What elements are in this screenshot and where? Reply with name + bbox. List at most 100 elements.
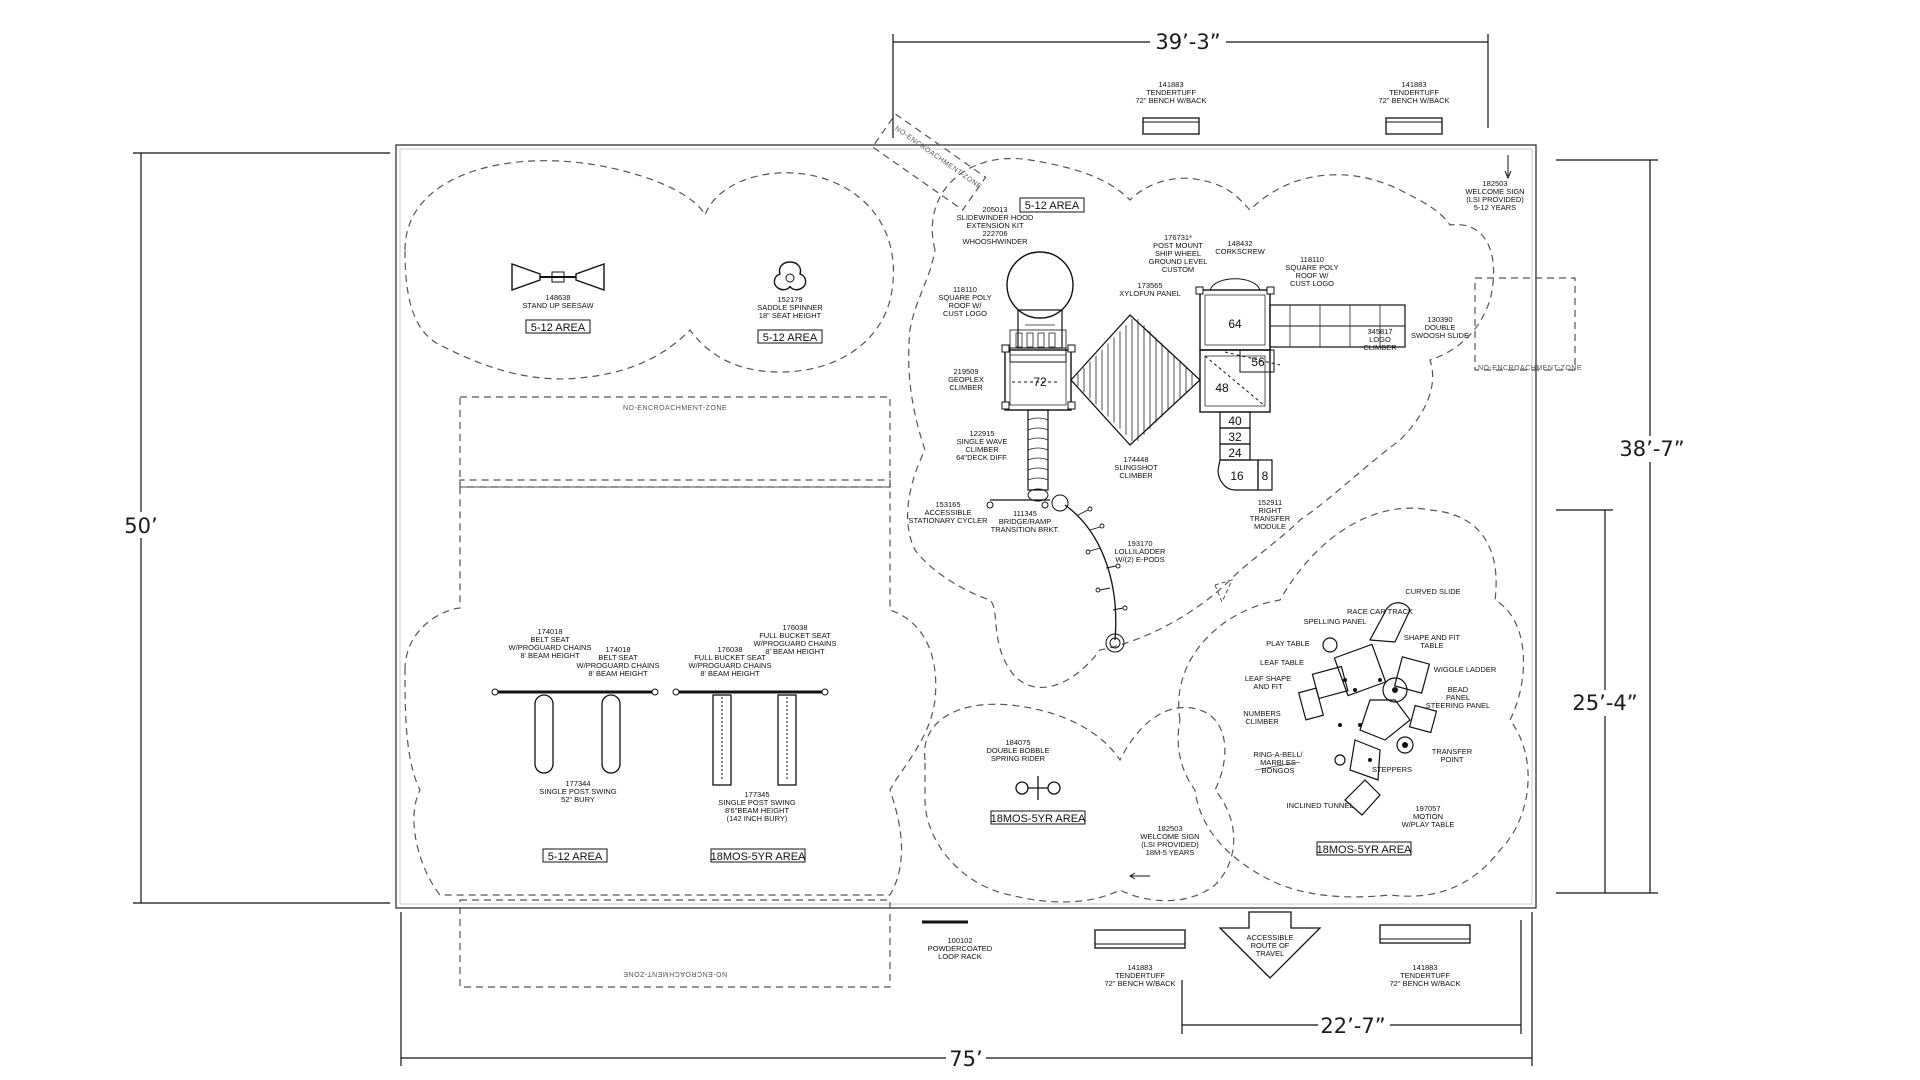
- transfer-point-label: TRANSFER: [1432, 747, 1473, 756]
- welcome-sign-2-code: 182503: [1157, 824, 1182, 833]
- lolliladder-code: 193170: [1127, 539, 1152, 548]
- toddler-area-tag: 18MOS-5YR AREA: [1317, 844, 1412, 856]
- deck-height-40: 40: [1228, 414, 1242, 428]
- bridge-name: BRIDGE/RAMP: [999, 517, 1052, 526]
- xylofun-code: 173565: [1137, 281, 1162, 290]
- belt2-code: 174018: [605, 645, 630, 654]
- geoplex-code: 219509: [953, 367, 978, 376]
- bench-bottom-1-desc: 72" BENCH W/BACK: [1104, 979, 1175, 988]
- logo-climber-type: CLIMBER: [1363, 343, 1397, 352]
- swoosh-name: DOUBLE: [1425, 323, 1456, 332]
- roof-left-logo: CUST LOGO: [943, 309, 987, 318]
- corkscrew-name: CORKSCREW: [1215, 247, 1266, 256]
- xylofun-name: XYLOFUN PANEL: [1119, 289, 1181, 298]
- spring-code: 184075: [1005, 738, 1030, 747]
- welcome-sign-1-code: 182503: [1482, 179, 1507, 188]
- bench-top-1-code: 141883: [1158, 80, 1183, 89]
- play-structure: 5-12 AREA 72 64: [986, 197, 1406, 653]
- loop-rack-name: POWDERCOATED: [928, 944, 993, 953]
- whooshwinder-name: WHOOSHWINDER: [963, 237, 1029, 246]
- spinner-area-tag: 5-12 AREA: [763, 332, 818, 344]
- geoplex-name: GEOPLEX: [948, 375, 984, 384]
- structure-labels: 205013 SLIDEWINDER HOOD EXTENSION KIT 22…: [908, 205, 1468, 564]
- bench-top-1: 141883 TENDERTUFF 72" BENCH W/BACK: [1135, 80, 1207, 135]
- nez-top-label: NO-ENCROACHMENT-ZONE: [623, 405, 727, 412]
- route-label-3: TRAVEL: [1256, 949, 1285, 958]
- structure-area-tag: 5-12 AREA: [1025, 200, 1080, 212]
- cycler-type: STATIONARY CYCLER: [908, 516, 988, 525]
- shape-fit-label: SHAPE AND FIT: [1404, 633, 1461, 642]
- swing-left-area-tag: 5-12 AREA: [548, 851, 603, 863]
- bucket2-code: 176038: [782, 623, 807, 632]
- bongos-label: BONGOS: [1262, 766, 1295, 775]
- dim-left: 50’: [124, 514, 157, 538]
- steppers-label: STEPPERS: [1372, 765, 1412, 774]
- bench-top-2: 141883 TENDERTUFF 72" BENCH W/BACK: [1378, 80, 1450, 135]
- steering-label: STEERING PANEL: [1426, 701, 1490, 710]
- ring-bell-label: RING-A-BELL/: [1253, 750, 1303, 759]
- saddle-spinner: 152179 SADDLE SPINNER 18" SEAT HEIGHT 5-…: [757, 261, 823, 344]
- dim-bottom: 75’: [949, 1047, 982, 1071]
- motion-name: MOTION: [1413, 812, 1443, 821]
- deck-height-24: 24: [1228, 446, 1242, 460]
- bench-top-2-desc: 72" BENCH W/BACK: [1378, 96, 1449, 105]
- dimension-labels: 39’-3” 50’ 38’-7” 25’-4” 22’-7” 75’: [120, 30, 1692, 1071]
- roof-right-code: 118110: [1300, 255, 1324, 264]
- swing-right-area-tag: 18MOS-5YR AREA: [711, 851, 806, 863]
- dim-right-tall: 38’-7”: [1619, 437, 1684, 461]
- roof-left-code: 118110: [953, 285, 977, 294]
- belt1-chains: W/PROGUARD CHAINS: [509, 643, 592, 652]
- nez-bottom-label: NO-ENCROACHMENT-ZONE: [623, 970, 727, 977]
- lolliladder-name: LOLLILADDER: [1115, 547, 1166, 556]
- seesaw-spinner-zone: [404, 160, 895, 380]
- transfer-code: 152911: [1258, 498, 1282, 507]
- slidewinder-kit: EXTENSION KIT: [966, 221, 1024, 230]
- slidewinder-name: SLIDEWINDER HOOD: [957, 213, 1034, 222]
- bench-bottom-1-code: 141883: [1127, 963, 1152, 972]
- bucket1-height: 8' BEAM HEIGHT: [700, 669, 760, 678]
- dimension-lines: [133, 34, 1658, 1066]
- loop-rack: 100102 POWDERCOATED LOOP RACK: [922, 920, 993, 961]
- play-table-label: PLAY TABLE: [1266, 639, 1310, 648]
- deck-height-64: 64: [1228, 317, 1242, 331]
- dim-right-short: 25’-4”: [1572, 691, 1637, 715]
- ship-wheel-custom: CUSTOM: [1162, 265, 1194, 274]
- bench-bottom-2-desc: 72" BENCH W/BACK: [1389, 979, 1460, 988]
- wave-climber-diff: 64"DECK DIFF.: [956, 453, 1008, 462]
- bridge-code: 111345: [1013, 509, 1037, 518]
- spelling-label: SPELLING PANEL: [1304, 617, 1367, 626]
- slingshot-code: 174448: [1123, 455, 1148, 464]
- logo-climber-name: LOGO: [1369, 335, 1391, 344]
- spring-type: SPRING RIDER: [991, 754, 1046, 763]
- slidewinder-code: 205013: [982, 205, 1007, 214]
- belt1-code: 174018: [537, 627, 562, 636]
- swing-zone: [404, 479, 937, 896]
- swing2-code: 177345: [744, 790, 769, 799]
- motion-code: 197057: [1415, 804, 1440, 813]
- swing1-name: SINGLE POST SWING: [539, 787, 617, 796]
- welcome-sign-1-note: (LSI PROVIDED): [1466, 195, 1524, 204]
- nez-diag-label: NO-ENCROACHMENT-ZONE: [893, 125, 982, 190]
- swing2-height: 8'6"BEAM HEIGHT: [725, 806, 790, 815]
- seesaw-name: STAND UP SEESAW: [522, 301, 594, 310]
- whooshwinder-code: 222706: [982, 229, 1007, 238]
- transfer-name: RIGHT: [1258, 506, 1282, 515]
- roof-left-w: ROOF W/: [949, 301, 983, 310]
- welcome-sign-1-age: 5-12 YEARS: [1474, 203, 1516, 212]
- bucket1-name: FULL BUCKET SEAT: [694, 653, 766, 662]
- bench-bottom-2-name: TENDERTUFF: [1400, 971, 1450, 980]
- toddler-structure: [1214, 579, 1438, 816]
- spinner-name: SADDLE SPINNER: [757, 303, 823, 312]
- corkscrew-code: 148432: [1227, 239, 1252, 248]
- dim-top: 39’-3”: [1155, 30, 1220, 54]
- bench-top-2-name: TENDERTUFF: [1389, 88, 1439, 97]
- spinner-code: 152179: [777, 295, 802, 304]
- roof-left-name: SQUARE POLY: [938, 293, 991, 302]
- ship-wheel-level: GROUND LEVEL: [1149, 257, 1208, 266]
- belt2-height: 8' BEAM HEIGHT: [588, 669, 648, 678]
- cycler-name: ACCESSIBLE: [924, 508, 971, 517]
- bucket2-chains: W/PROGUARD CHAINS: [754, 639, 837, 648]
- logo-climber-code: 345817: [1367, 327, 1392, 336]
- stand-up-seesaw: 148638 STAND UP SEESAW 5-12 AREA: [511, 263, 605, 334]
